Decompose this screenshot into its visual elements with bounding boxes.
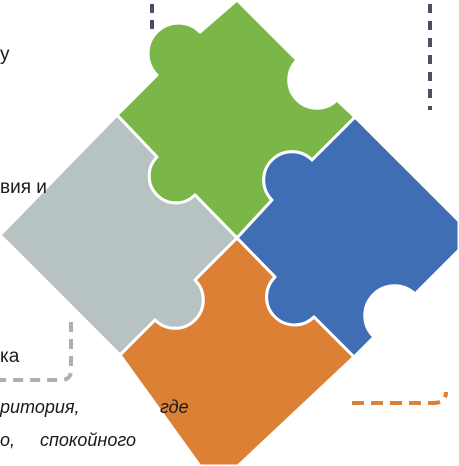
text-fragment-2: вия и: [0, 177, 47, 198]
bottom-text-1b: где: [160, 397, 189, 417]
bottom-text-2a: о,: [0, 430, 16, 450]
orange-piece: [118, 236, 356, 466]
right-dash-line: [352, 391, 448, 405]
bottom-text-2b: спокойного: [40, 430, 137, 450]
bottom-text-1a: ритория,: [0, 397, 80, 417]
text-fragment-1: у: [0, 44, 10, 65]
text-fragment-3: ка: [0, 346, 20, 367]
left-dash-line: [0, 322, 73, 382]
